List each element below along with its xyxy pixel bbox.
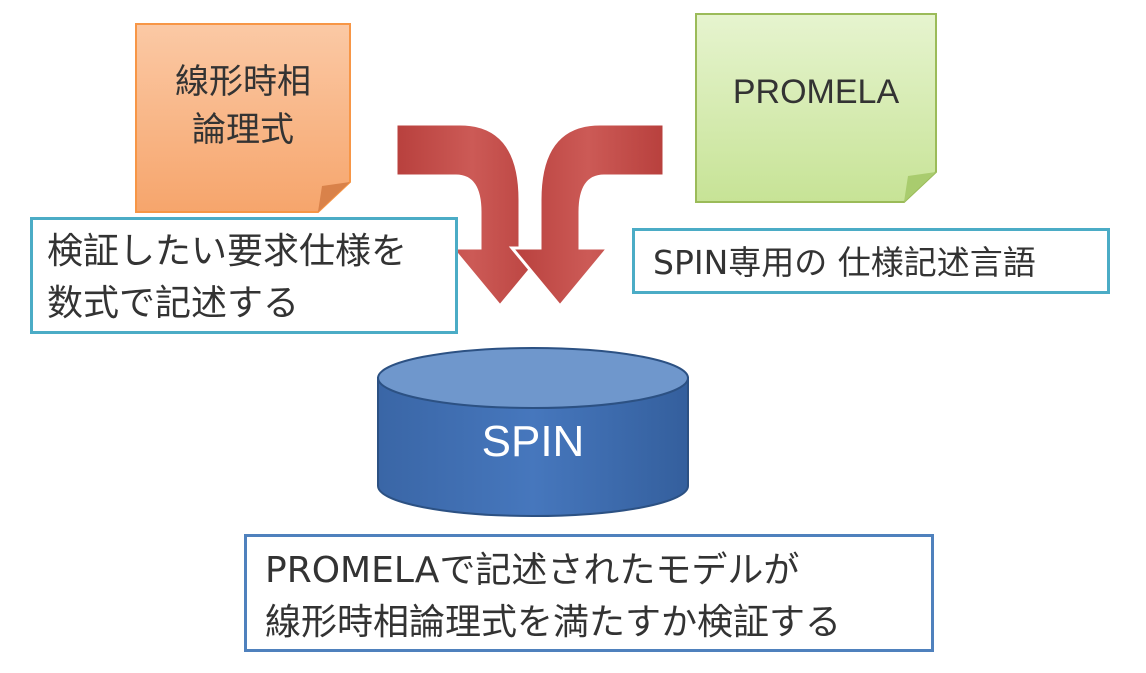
ltl-description-box: 検証したい要求仕様を 数式で記述する [30, 217, 458, 334]
promela-description-box: SPIN専用の 仕様記述言語 [632, 228, 1110, 294]
folded-corner-icon [318, 182, 350, 212]
ltl-sticky-note [135, 23, 351, 213]
spin-description-box: PROMELAで記述されたモデルが 線形時相論理式を満たすか検証する [244, 534, 934, 652]
promela-note-label: PROMELA [732, 73, 900, 111]
right-curved-arrow [508, 122, 666, 309]
promela-sticky-note [695, 13, 937, 203]
folded-corner-icon [904, 172, 936, 202]
ltl-note-label: 線形時相 論理式 [175, 62, 311, 150]
spin-label: SPIN [481, 417, 585, 466]
spin-cylinder [377, 347, 689, 517]
